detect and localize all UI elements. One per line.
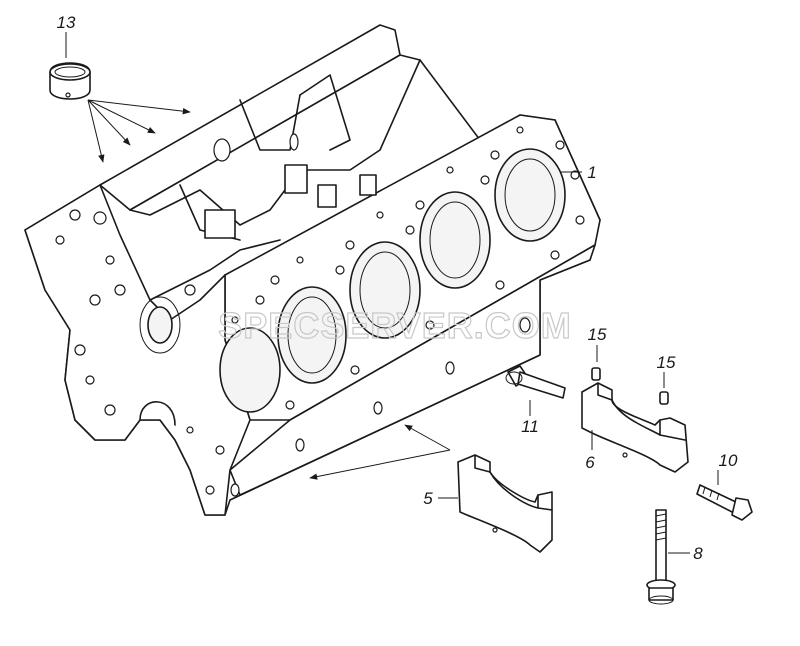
bushing-arrows (87, 99, 191, 163)
part-13-bushing (49, 62, 91, 100)
callout-6: 6 (585, 453, 595, 472)
engine-block (24, 24, 601, 516)
part-11-bolt (505, 365, 566, 399)
leader-lines (65, 32, 719, 554)
callout-10: 10 (719, 451, 738, 470)
cap-arrows (309, 424, 451, 480)
callout-1: 1 (587, 163, 596, 182)
callout-11: 11 (521, 417, 539, 436)
part-5-bearing-cap (457, 454, 553, 553)
part-15-pin-a (591, 367, 601, 381)
part-8-bolt (646, 509, 676, 605)
part-10-bolt (696, 484, 753, 521)
callout-5: 5 (423, 489, 433, 508)
watermark: SPECSERVER.COM (218, 305, 571, 346)
callout-15b: 15 (657, 353, 676, 372)
callout-15a: 15 (588, 325, 607, 344)
part-15-pin-b (659, 391, 669, 405)
callout-13: 13 (57, 13, 76, 32)
callout-labels: 13 1 15 15 11 6 10 5 8 (57, 13, 738, 563)
callout-8: 8 (693, 544, 703, 563)
part-6-bearing-cap (581, 382, 689, 473)
